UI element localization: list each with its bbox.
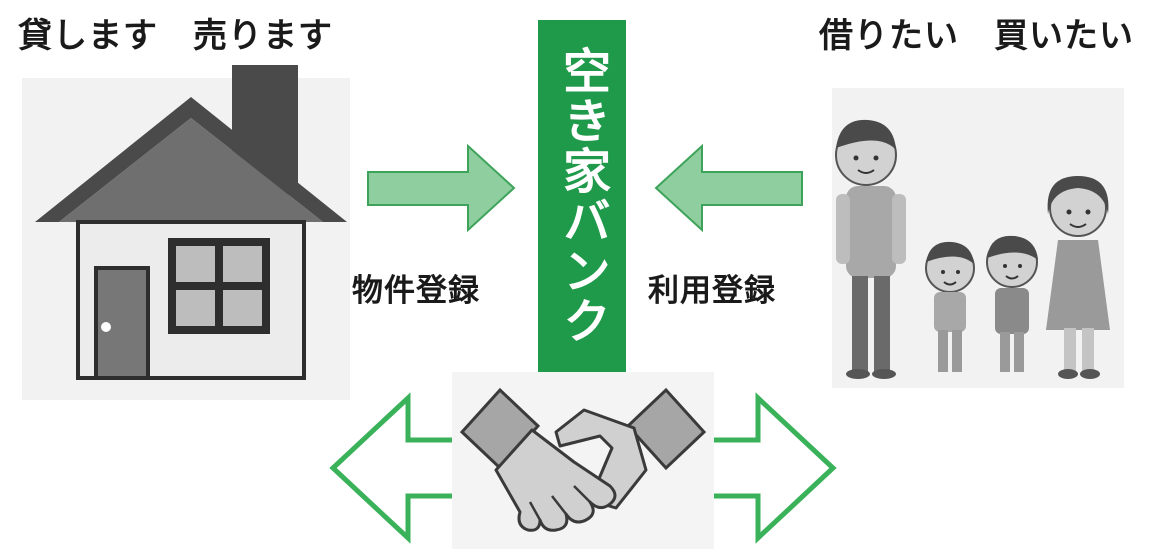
akiya-bank-label: 空き家バンク	[554, 46, 610, 346]
handshake-icon	[452, 372, 714, 549]
family-icon	[832, 88, 1124, 388]
offer-heading: 貸します 売ります	[18, 16, 333, 56]
house-icon	[22, 65, 350, 400]
property-registration-label: 物件登録	[352, 273, 480, 309]
arrow-left-icon	[654, 143, 803, 233]
arrow-right-icon	[367, 143, 516, 233]
akiya-bank-box: 空き家バンク	[538, 20, 626, 375]
want-heading: 借りたい 買いたい	[819, 16, 1134, 56]
user-registration-label: 利用登録	[648, 273, 776, 309]
